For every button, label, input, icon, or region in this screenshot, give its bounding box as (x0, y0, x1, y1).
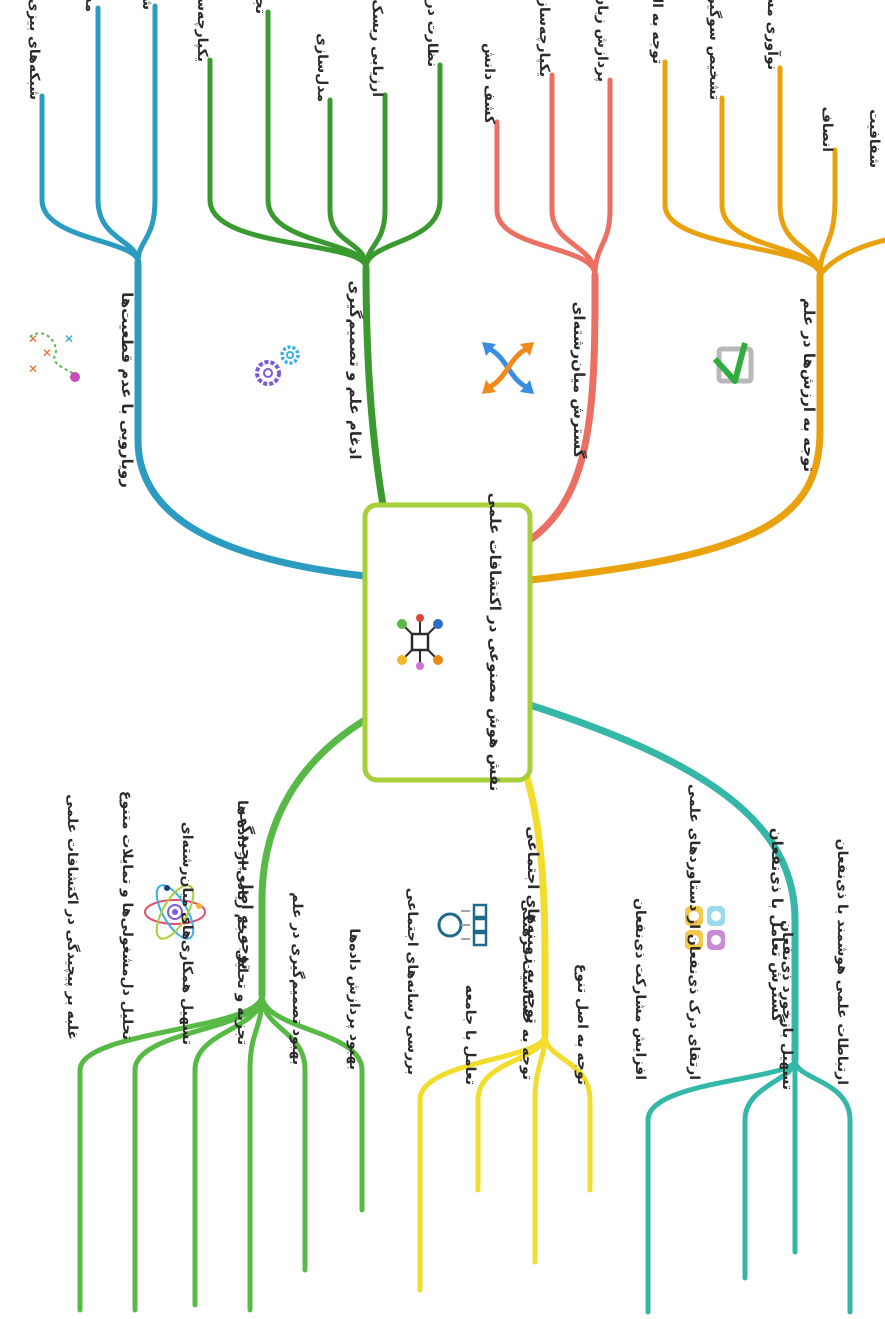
leaves-lines-interdisciplinary (494, 72, 613, 278)
leaf-label[interactable]: یکپارچه‌سازی داده ها (536, 0, 552, 77)
branch-line-complexity (258, 716, 369, 999)
leaf-label[interactable]: تحلیل دل‌مشغولی‌ها و تمایلات متنوع (119, 791, 135, 1040)
leaves-lines-science-decision (207, 9, 443, 271)
leaf-label[interactable]: تجزیه و تحلیل حجم زیادی از داده ها (234, 800, 250, 1045)
leaves-lines-uncertainty (39, 3, 158, 265)
branch-line-social (521, 766, 549, 1039)
branch-line-stakeholders (526, 701, 799, 1064)
leaf-label[interactable]: بررسی رسانه‌های اجتماعی (404, 888, 420, 1075)
network-hub-icon (397, 614, 443, 670)
branch-line-values (526, 271, 824, 584)
leaf-label[interactable]: بهبود پردازش داده‌ها (346, 928, 362, 1070)
branch-label-values[interactable]: توجه به ارزش‌ها در علم (800, 298, 818, 472)
svg-text:✕: ✕ (28, 332, 38, 346)
leaf-label[interactable]: نوآوری مسئولیت پذیر (764, 0, 782, 70)
checkmark-box-icon (712, 342, 754, 384)
leaf-label[interactable]: مدل‌سازی (314, 33, 330, 102)
leaf-label[interactable]: افزایش مشارکت ذی‌نفعان (632, 898, 648, 1080)
leaf-label[interactable]: توجه به الزامات اخلاقی (649, 0, 665, 64)
path-uncertainty-icon: ✕ ✕ ✕ ✕ (28, 332, 80, 382)
branch-label-stakeholders[interactable]: گسترش تعامل با ذی‌نفعان (768, 828, 786, 1023)
leaves-lines-social (417, 1032, 593, 1293)
branch-line-uncertainty (134, 258, 369, 580)
leaf-label[interactable]: تسهیل بازخورد ذی‌نفعان (779, 920, 795, 1090)
branch-line-interdisciplinary (526, 271, 599, 544)
branch-label-social[interactable]: توجه به زمینه‌های اجتماعی (524, 826, 542, 1024)
leaf-label[interactable]: یکپارچه‌سازی داده‌ها (194, 0, 210, 62)
leaf-label[interactable]: شبکه‌های بیزی (26, 0, 42, 100)
branch-label-science-decision[interactable]: ادغام علم و تصمیم‌گیری (346, 280, 364, 459)
branch-label-interdisciplinary[interactable]: گسترش میان‌رشته‌ای (570, 302, 588, 459)
leaf-label[interactable]: تجزیه و تحلیل پیش بینی کننده (252, 0, 268, 14)
hierarchy-icon (437, 903, 488, 947)
branch-line-science-decision (362, 264, 387, 509)
leaf-label[interactable]: غلبه بر پیچیدگی در اکتشافات علمی (64, 794, 81, 1040)
leaf-label[interactable]: تشخیص سوگیری (706, 0, 723, 100)
leaf-label[interactable]: ارتقای درک ذی‌نفعان از دستاوردهای علمی (686, 784, 702, 1080)
svg-text:✕: ✕ (64, 332, 74, 346)
leaf-label[interactable]: شفافیت (866, 109, 882, 168)
gears-icon (255, 345, 300, 386)
leaf-label[interactable]: بهبود تصمیم‌گیری در علم (289, 892, 306, 1065)
svg-text:✕: ✕ (42, 346, 52, 360)
leaf-label[interactable]: کشف دانش (481, 43, 497, 125)
center-title: نقش هوش مصنوعی در اکتشافات علمی (486, 493, 504, 792)
leaf-label[interactable]: تسهیل همکاری‌های میان‌رشته‌ای (179, 822, 195, 1045)
leaves-lines-stakeholders (645, 1057, 853, 1315)
leaf-label[interactable]: مدل‌سازی سیستم‌های پیچیده (82, 0, 98, 12)
leaf-label[interactable]: ارزیابی ریسک (369, 0, 385, 97)
branch-label-complexity[interactable]: توجه به اصل پیچیدگی (237, 810, 256, 970)
leaf-label[interactable]: انصاف (819, 107, 835, 152)
atom-icon (144, 884, 206, 940)
leaves-lines-values (662, 59, 885, 278)
center-node[interactable]: نقش هوش مصنوعی در اکتشافات علمی (362, 493, 533, 792)
svg-text:✕: ✕ (28, 362, 38, 376)
leaves-lines-complexity (77, 992, 365, 1313)
leaf-label[interactable]: تعامل با جامعه (462, 985, 478, 1085)
arrows-swap-icon (482, 342, 534, 394)
leaf-label[interactable]: ارتباطات علمی هوشمند با ذی‌نفعان (834, 839, 850, 1085)
branch-label-uncertainty[interactable]: رویارویی با عدم قطعیت‌ها (118, 292, 136, 488)
leaf-label[interactable]: توجه به حساسیت فرهنگی (519, 900, 536, 1080)
leaf-label[interactable]: نظارت در زمان واقعی (424, 0, 440, 67)
leaf-label[interactable]: شبیه‌سازی سیستم‌های پیچیده (139, 0, 155, 10)
people-icon (685, 906, 725, 950)
leaf-label[interactable]: توجه به اصل تنوع (574, 964, 590, 1085)
leaf-label[interactable]: پردازش زبان طبیعی (594, 0, 610, 82)
